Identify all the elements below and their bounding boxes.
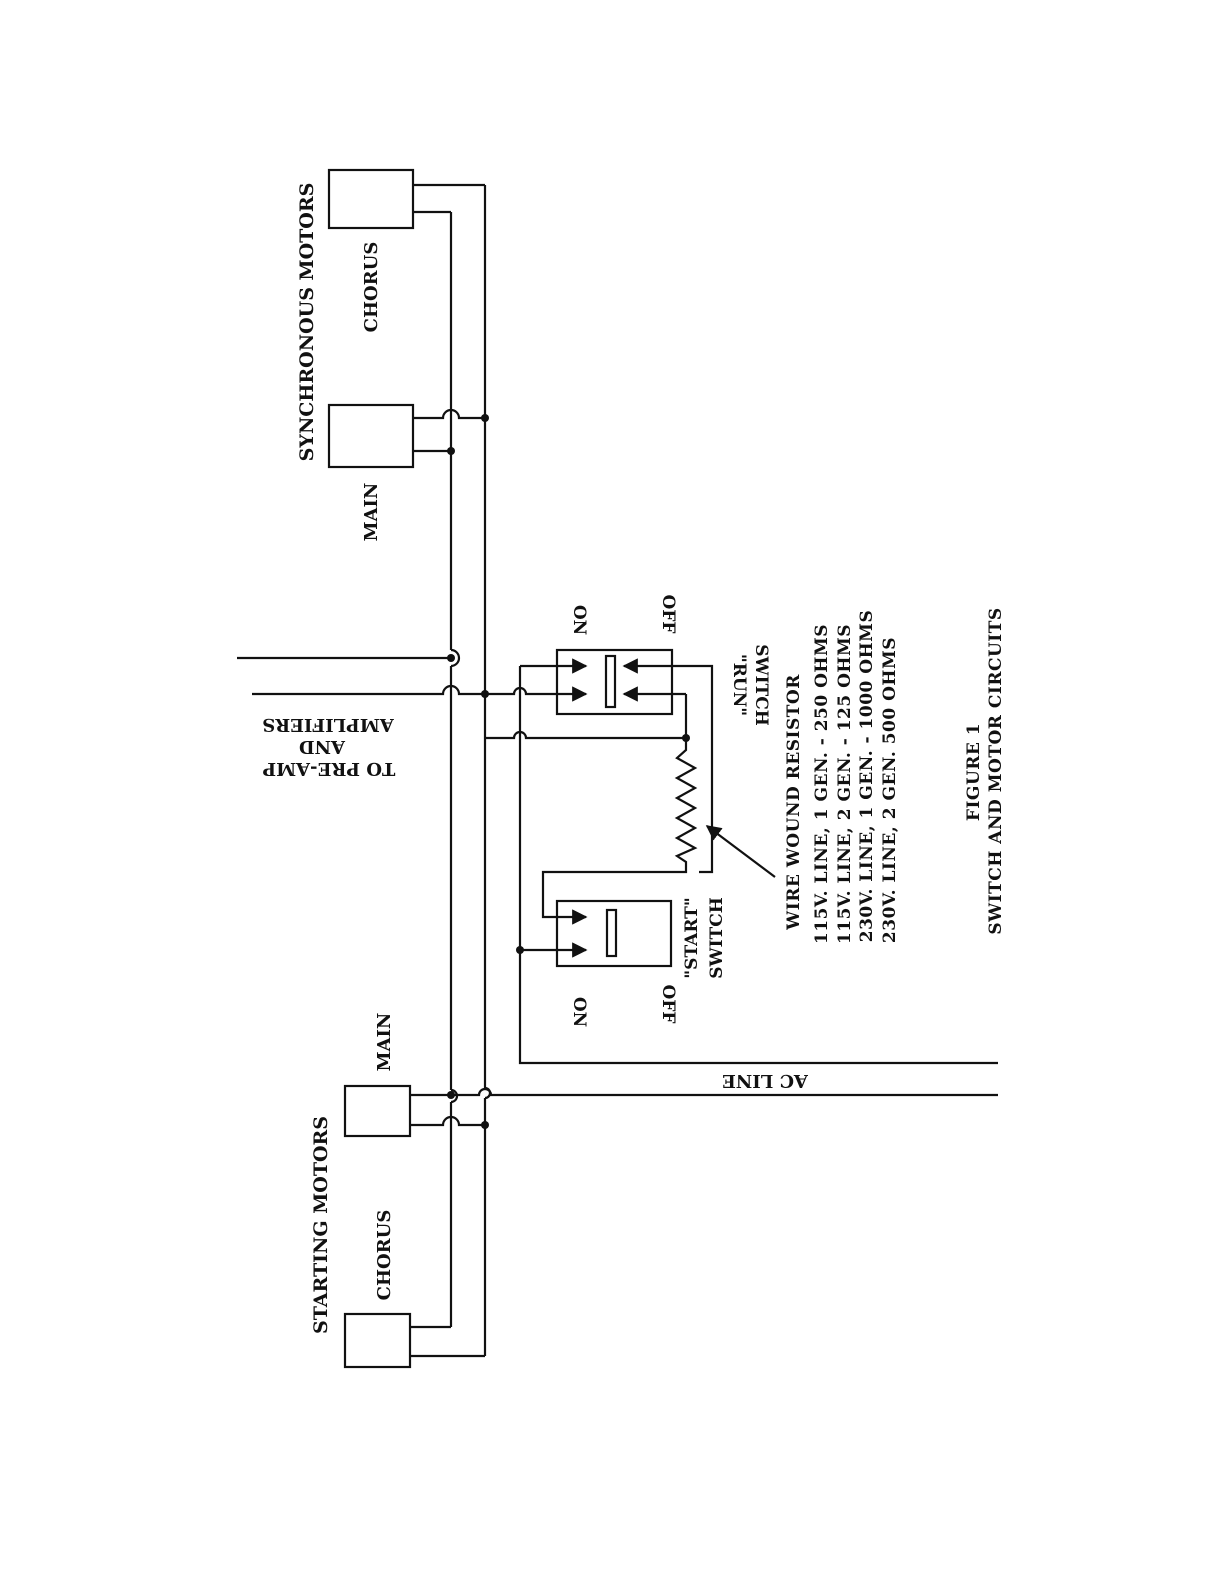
junction-dot (447, 654, 455, 662)
sync-main-label: MAIN (361, 483, 382, 542)
start-switch-label: "START" (682, 897, 702, 978)
junction-dot (447, 447, 455, 455)
resistor-value: 230V. LINE, 1 GEN. - 1000 OHMS (857, 610, 877, 942)
sync-chorus-label: CHORUS (361, 242, 382, 333)
resistor-tap-arrow (705, 825, 776, 878)
run-switch-off-wire (672, 664, 714, 874)
start-chorus-label: CHORUS (374, 1210, 395, 1301)
synchronous-motors-label: SYNCHRONOUS MOTORS (296, 183, 318, 462)
start-main-lead-bottom (410, 1115, 485, 1127)
resistor-value: 230V. LINE, 2 GEN. 500 OHMS (880, 637, 900, 943)
to-preamp-label: AMPLIFIERS (262, 714, 394, 735)
sync-main-motor-box (327, 403, 415, 469)
figure-number: FIGURE 1 (964, 723, 984, 821)
resistor-title: WIRE WOUND RESISTOR (784, 674, 804, 931)
run-switch-label: "RUN" (729, 654, 749, 716)
sync-main-lead-top (413, 408, 485, 420)
junction-dot (481, 414, 489, 422)
figure-caption: SWITCH AND MOTOR CIRCUITS (986, 607, 1006, 934)
ac-line-label: AC LINE (722, 1070, 809, 1091)
preamp-line-b (252, 684, 485, 696)
start-chorus-motor-box (343, 1312, 412, 1369)
junction-dot (447, 1091, 455, 1099)
ac-line-conductor-1 (518, 666, 998, 1065)
run-on-label: ON (569, 605, 589, 635)
run-switch-label: SWITCH (751, 644, 771, 726)
run-off-label: OFF (658, 595, 678, 634)
run-switch-lever (604, 654, 617, 709)
resistor-value: 115V. LINE, 1 GEN. - 250 OHMS (812, 624, 832, 944)
start-main-label: MAIN (374, 1013, 395, 1072)
to-preamp-label: AND (299, 736, 346, 757)
start-main-motor-box (343, 1084, 412, 1138)
start-off-label: OFF (658, 985, 678, 1024)
to-preamp-label: TO PRE-AMP (262, 758, 395, 779)
start-switch-lever (605, 908, 618, 958)
start-switch-label: SWITCH (707, 897, 727, 979)
junction-dot (481, 1121, 489, 1129)
start-main-lead-top (410, 1087, 497, 1097)
resistor-value: 115V. LINE, 2 GEN. - 125 OHMS (835, 624, 855, 944)
bus-a-jump (450, 648, 461, 1104)
sync-chorus-motor-box (327, 168, 415, 230)
wire-wound-resistor (541, 738, 698, 919)
resistor-top-wire (485, 730, 686, 740)
starting-motors-label: STARTING MOTORS (310, 1116, 332, 1334)
start-on-label: ON (569, 997, 589, 1027)
